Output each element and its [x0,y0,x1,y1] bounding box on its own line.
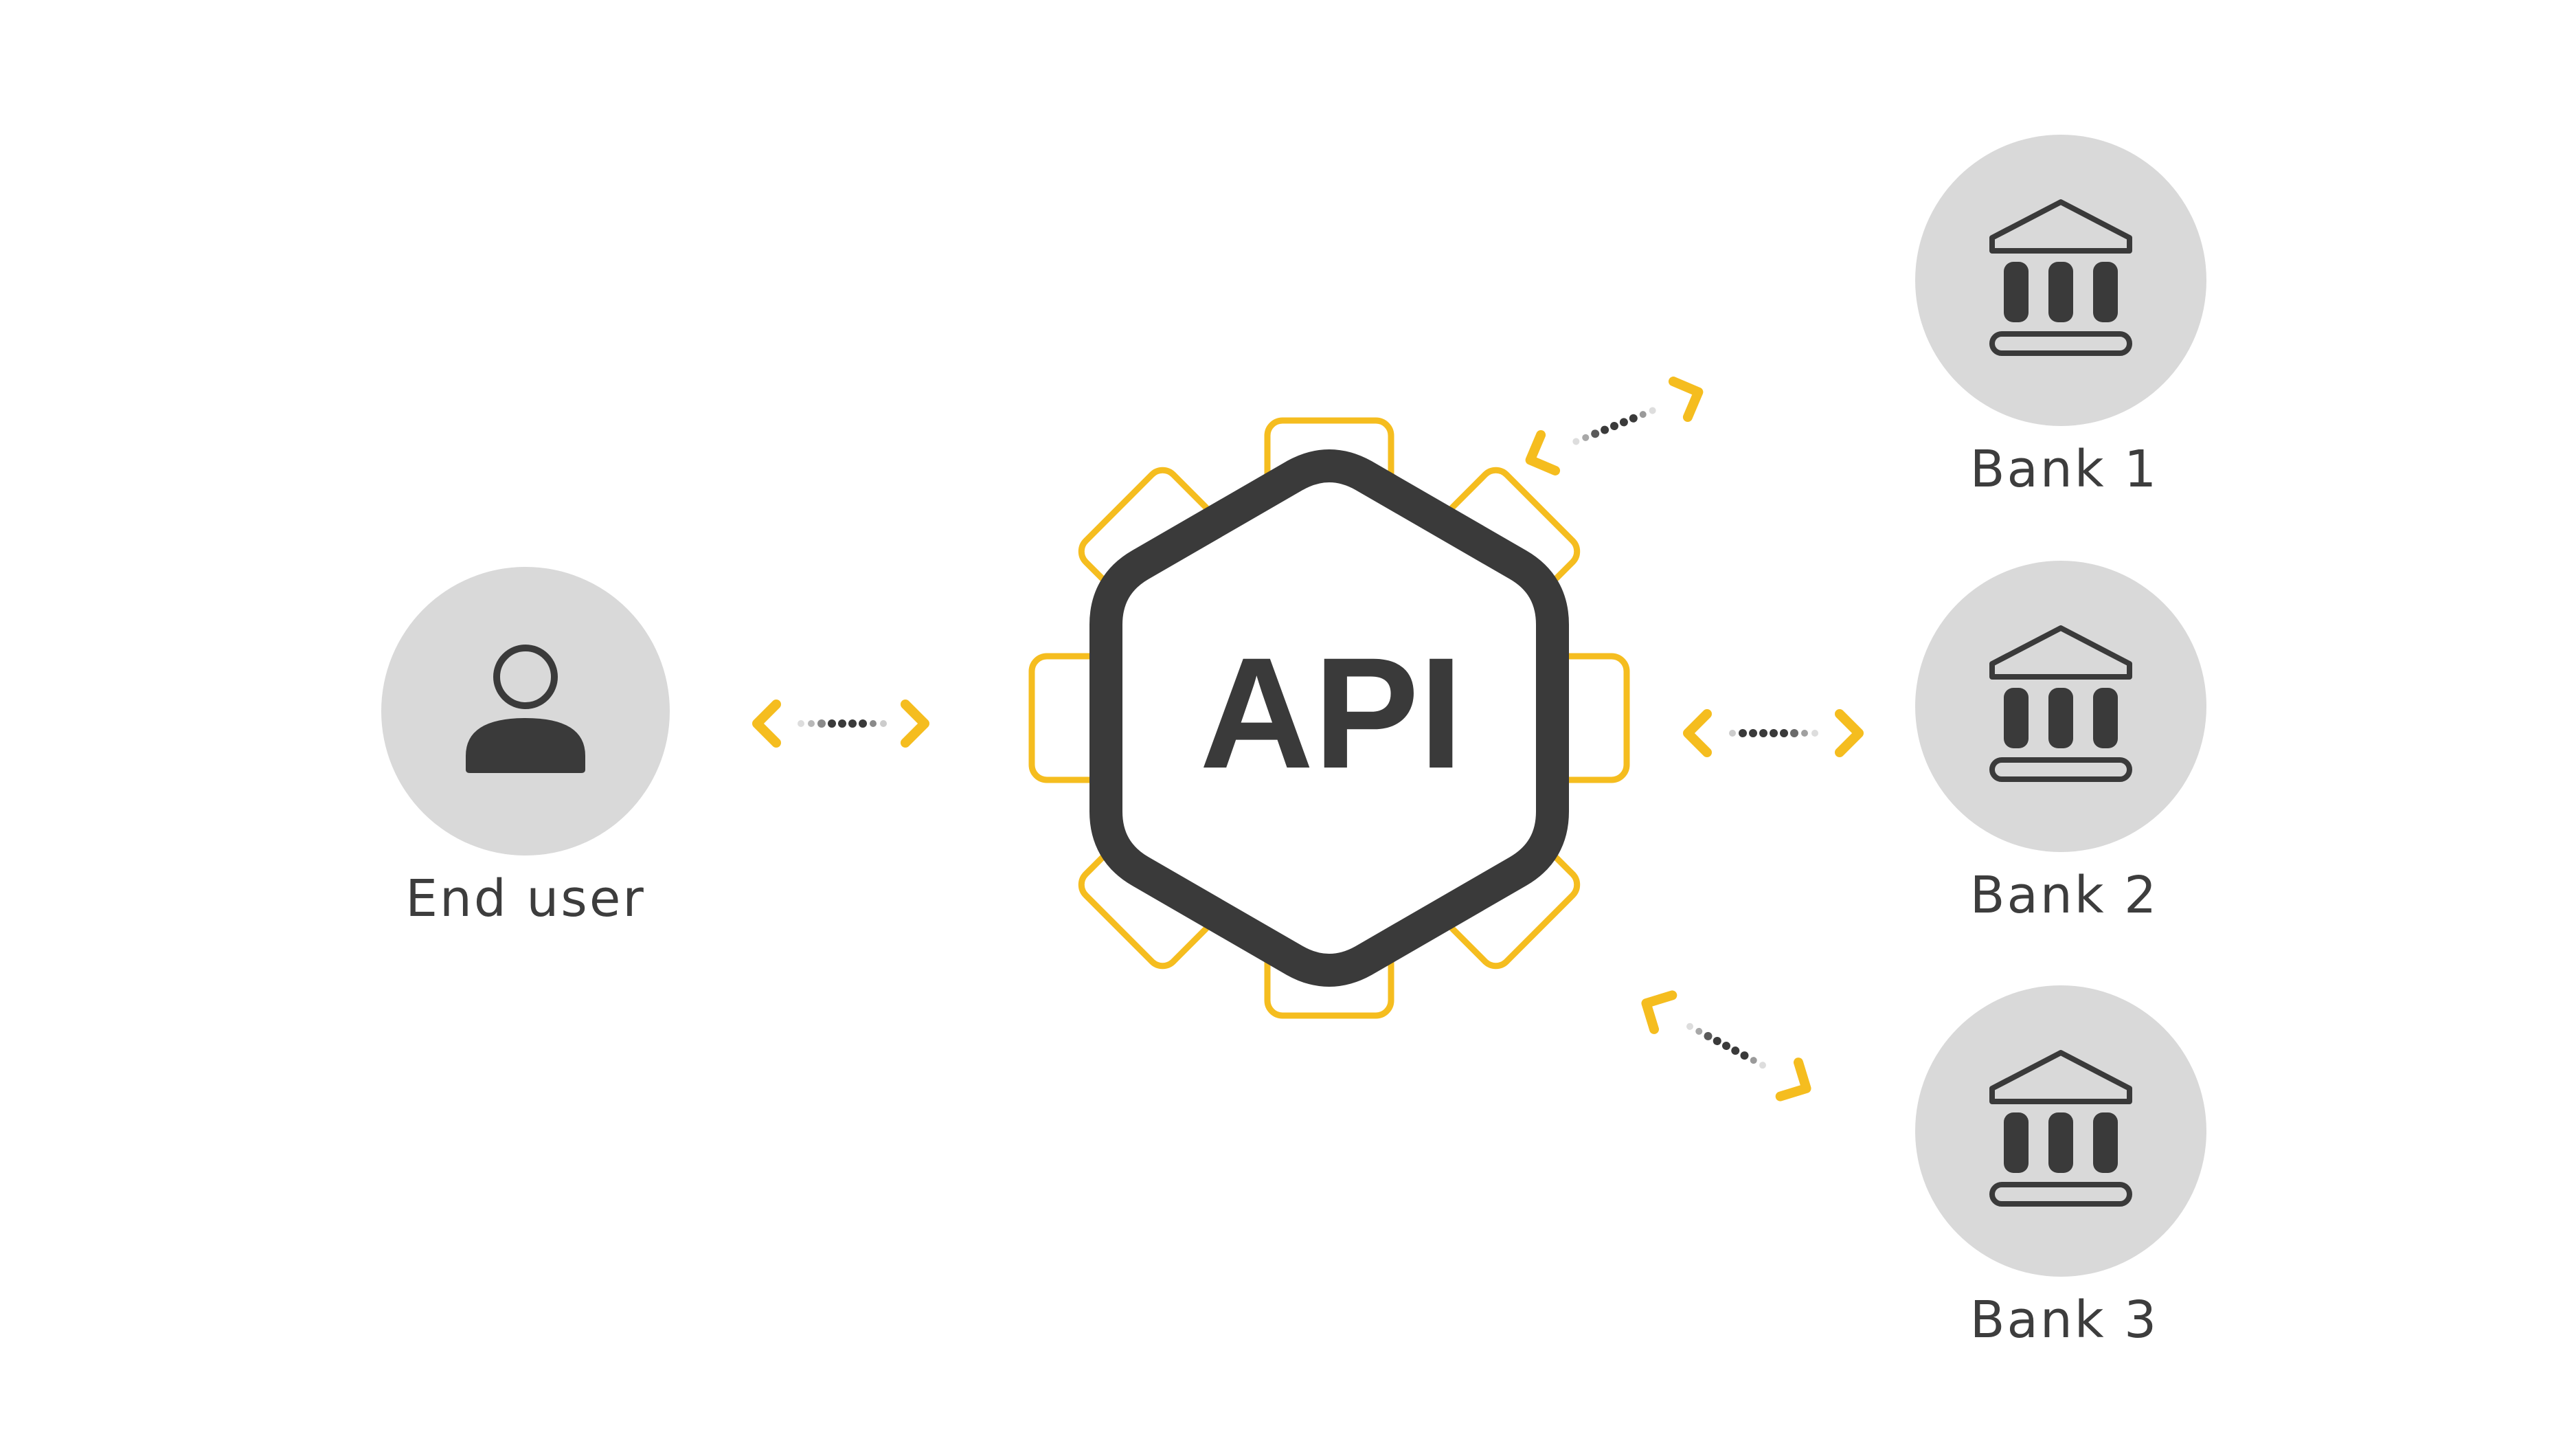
api-hexagon [1089,449,1569,987]
connector-end-user-api [752,700,929,748]
connector-api-bank-3 [1641,990,1811,1101]
chevron-right-icon [1775,1058,1811,1101]
end-user-node: End user [381,567,670,928]
dotted-link [1729,729,1818,737]
user-icon [466,645,585,773]
end-user-label: End user [405,869,646,928]
dotted-link [798,719,887,728]
bank-1-label: Bank 1 [1970,440,2158,499]
dotted-link [1686,1022,1766,1069]
chevron-left-icon [752,700,781,748]
chevron-right-icon [901,700,929,748]
end-user-circle [381,567,670,855]
chevron-left-icon [1641,990,1677,1034]
chevron-right-icon [1835,709,1864,757]
api-label: API [1199,625,1462,801]
bank-icon [1989,625,2132,782]
dotted-link [1572,407,1656,445]
bank-2-label: Bank 2 [1970,866,2158,925]
chevron-left-icon [1683,709,1712,757]
bank-2-node: Bank 2 [1915,561,2206,925]
chevron-right-icon [1668,377,1704,423]
bank-icon [1989,199,2132,356]
api-hub: API [1028,417,1630,1019]
connector-api-bank-2 [1683,709,1864,757]
bank-icon [1989,1050,2132,1207]
bank-3-node: Bank 3 [1915,985,2206,1350]
bank-1-node: Bank 1 [1915,135,2206,499]
chevron-left-icon [1525,429,1561,476]
connector-api-bank-1 [1525,377,1704,476]
bank-3-label: Bank 3 [1970,1290,2158,1350]
